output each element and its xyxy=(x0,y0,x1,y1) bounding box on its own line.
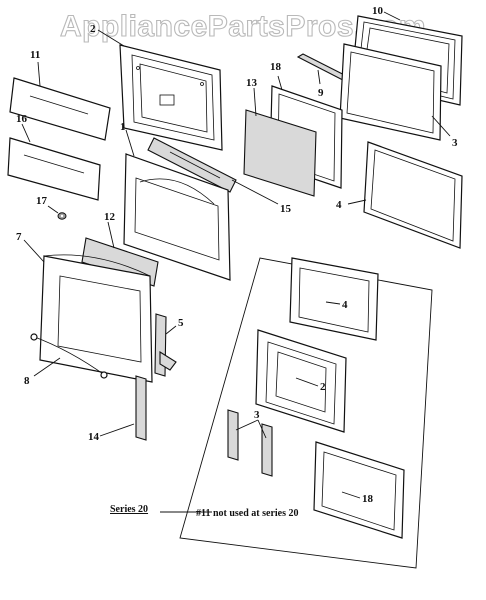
part-3-window-pack[interactable] xyxy=(339,43,442,141)
series-note: #11 not used at series 20 xyxy=(196,508,299,519)
callout-15: 15 xyxy=(280,203,292,215)
inset-callout-2: 2 xyxy=(320,381,326,393)
inset-callout-18: 18 xyxy=(362,493,374,505)
series-label: Series 20 xyxy=(110,504,148,515)
part-14-hinge-channel[interactable] xyxy=(135,375,147,441)
part-5-hinge[interactable] xyxy=(154,313,177,377)
part-1-oven-door[interactable] xyxy=(123,153,231,281)
callout-2: 2 xyxy=(90,23,96,35)
inset-part-3-channels[interactable] xyxy=(227,409,273,477)
part-17-screw[interactable] xyxy=(57,212,67,220)
part-16-trim-panel[interactable] xyxy=(7,137,101,201)
leader-lines xyxy=(21,11,451,513)
callout-11: 11 xyxy=(30,49,40,61)
part-4-door-glass[interactable] xyxy=(363,141,463,249)
callout-8: 8 xyxy=(24,375,30,387)
series-20-inset xyxy=(179,257,433,569)
part-2-inner-door-frame[interactable] xyxy=(119,44,223,151)
callout-labels: 2 10 9 3 18 13 4 11 16 17 1 15 12 7 5 8 … xyxy=(16,5,458,505)
callout-4: 4 xyxy=(336,199,342,211)
callout-10: 10 xyxy=(372,5,384,17)
part-11-top-trim[interactable] xyxy=(9,77,111,141)
callout-5: 5 xyxy=(178,317,184,329)
part-7-outer-door-panel[interactable] xyxy=(39,254,153,383)
inset-part-18-glass-frame[interactable] xyxy=(313,441,405,539)
callout-3: 3 xyxy=(452,137,458,149)
inset-callout-4: 4 xyxy=(342,299,348,311)
callout-7: 7 xyxy=(16,231,22,243)
callout-13: 13 xyxy=(246,77,258,89)
callout-12: 12 xyxy=(104,211,116,223)
callout-14: 14 xyxy=(88,431,100,443)
part-13-inner-glass[interactable] xyxy=(243,109,317,197)
callout-18: 18 xyxy=(270,61,282,73)
callout-16: 16 xyxy=(16,113,28,125)
callout-1: 1 xyxy=(120,121,126,133)
callout-9: 9 xyxy=(318,87,324,99)
inset-part-4-glass-frame[interactable] xyxy=(289,257,379,341)
callout-17: 17 xyxy=(36,195,48,207)
part-8-handle[interactable] xyxy=(30,333,108,379)
inset-part-2-door-liner[interactable] xyxy=(255,329,347,433)
part-15-bracket[interactable] xyxy=(147,137,237,193)
inset-callout-3: 3 xyxy=(254,409,260,421)
